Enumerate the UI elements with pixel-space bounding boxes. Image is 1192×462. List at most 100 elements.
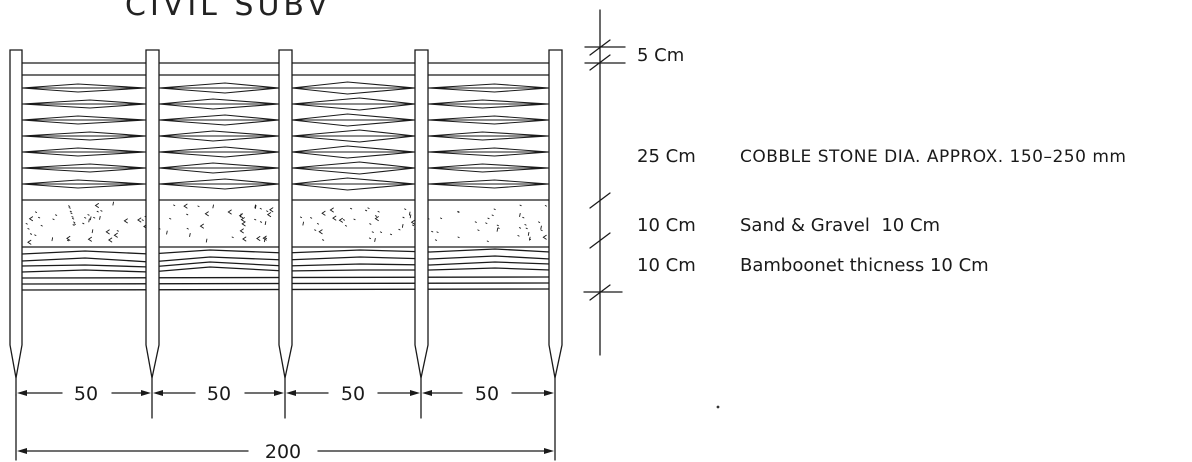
gravel-grain [173, 204, 176, 207]
gravel-grain [486, 240, 489, 243]
gravel-grain [310, 217, 313, 219]
gravel-grain [107, 237, 113, 243]
gravel-grain [518, 227, 522, 229]
gravel-grain [544, 205, 547, 207]
gravel-grain [485, 222, 488, 224]
gravel-grain [266, 210, 269, 212]
gravel-grain [68, 207, 71, 209]
gravel-grain [497, 227, 500, 229]
gravel-grain [519, 204, 522, 207]
gravel-grain [374, 238, 376, 242]
spacing-dim-2: 50 [207, 383, 231, 405]
gravel-grain [34, 211, 38, 213]
gravel-grain [302, 221, 304, 226]
gravel-grain [240, 213, 242, 218]
gravel-grain [318, 229, 323, 235]
gravel-grain [254, 204, 257, 209]
gravel-grain [377, 210, 380, 213]
gravel-grain [105, 229, 110, 235]
gravel-grain [434, 239, 438, 241]
gravel-grain [199, 223, 204, 229]
gravel-grain [73, 221, 76, 224]
gravel-grain [186, 227, 189, 230]
gravel-grain [525, 227, 528, 230]
gravel-grain [436, 231, 439, 233]
layer-top-thickness: 5 Cm [637, 45, 684, 66]
gravel-grain [100, 210, 103, 212]
gravel-grain [55, 214, 58, 216]
gravel-grain [342, 219, 345, 221]
gravel-grain [204, 211, 209, 217]
gravel-grain [38, 216, 41, 219]
gravel-grain [254, 204, 256, 209]
stake-4 [414, 49, 429, 419]
gravel-grain [227, 209, 232, 215]
gravel-grain [338, 217, 343, 223]
gravel-grain [527, 231, 530, 236]
gravel-grain [66, 235, 71, 241]
gravel-grain [344, 225, 348, 227]
layer-sand-description: Sand & Gravel 10 Cm [740, 215, 940, 236]
layer-bamboo-description: Bamboonet thicness 10 Cm [740, 255, 989, 276]
gravel-grain [440, 217, 443, 220]
gravel-grain [242, 236, 247, 242]
gravel-grain [369, 223, 372, 225]
gravel-grain [379, 231, 383, 233]
gravel-grain [84, 217, 87, 219]
gravel-grain [374, 216, 379, 222]
gravel-grain [398, 228, 401, 231]
gravel-grain [205, 238, 208, 243]
gravel-grain [71, 216, 74, 218]
gravel-grain [264, 221, 267, 226]
gravel-grain [52, 218, 55, 221]
gravel-grain [28, 216, 34, 222]
gravel-grain [238, 213, 244, 219]
gravel-grain [239, 228, 244, 234]
gravel-grain [542, 234, 547, 240]
gravel-grain [72, 217, 75, 220]
gravel-grain [496, 224, 499, 227]
gravel-grain [519, 213, 521, 217]
gravel-grain [457, 211, 460, 213]
gravel-grain [367, 207, 370, 209]
gravel-grain [365, 209, 368, 212]
gravel-grain [70, 212, 73, 215]
gravel-grain [254, 218, 257, 221]
gravel-grain [137, 217, 142, 223]
gravel-grain [29, 233, 33, 235]
layer-sand-thickness: 10 Cm [637, 215, 696, 236]
gravel-grain [350, 207, 353, 210]
gravel-grain [371, 231, 374, 233]
gravel-grain [314, 229, 317, 231]
gravel-grain [540, 229, 543, 232]
gravel-grain [269, 207, 274, 213]
layer-cobble-description: COBBLE STONE DIA. APPROX. 150–250 mm [740, 147, 1126, 167]
gravel-grain [540, 225, 542, 230]
layer-cobble-thickness: 25 Cm [637, 146, 696, 167]
gravel-grain [231, 236, 234, 239]
gravel-grain [368, 237, 372, 240]
gravel-grain [259, 221, 263, 223]
gravel-grain [353, 218, 356, 221]
speck [716, 405, 720, 409]
gravel-grain [329, 207, 334, 213]
gravel-grain [321, 210, 326, 216]
gravel-grain [73, 223, 76, 225]
gravel-grain [474, 221, 477, 223]
gravel-grain [72, 224, 75, 226]
gravel-grain [69, 210, 72, 213]
spacing-dim-4: 50 [475, 383, 499, 405]
gravel-grain [477, 229, 480, 231]
gravel-grain [68, 205, 71, 207]
gravel-grain [538, 221, 541, 223]
spacing-dim-3: 50 [341, 383, 365, 405]
vertical-dimension-line [583, 9, 626, 356]
gravel-grain [299, 216, 303, 219]
gravel-grain [401, 223, 404, 228]
gravel-grain [94, 203, 99, 208]
gravel-grain [27, 239, 32, 245]
gravel-grain [116, 230, 119, 232]
gravel-grain [389, 233, 393, 236]
gravel-grain [66, 239, 70, 242]
gravel-grain [169, 217, 172, 220]
